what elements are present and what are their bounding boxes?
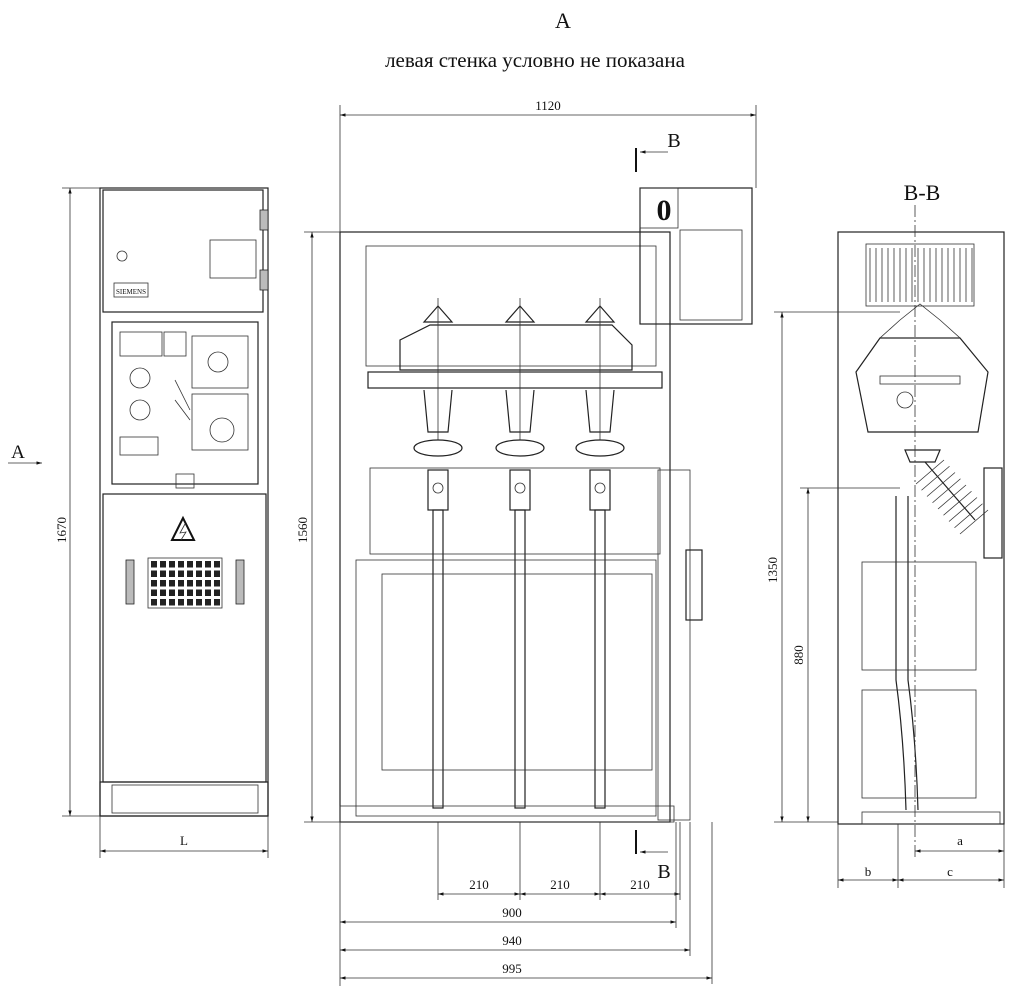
vent-cell [196,599,202,606]
section-mark-top: B [667,130,680,152]
vent-cell [205,570,211,577]
insulator-shed [937,484,967,510]
phase-terminal [427,469,449,511]
phase-busbar [594,509,606,809]
view-arrow-letter: A [11,442,25,463]
bottom-dim: 900 [502,905,522,920]
vent-cell [187,580,193,587]
insulator-shed [926,472,956,497]
insulator-shed [921,465,950,491]
phase-contact [495,439,545,457]
vent-cell [196,589,202,596]
front-view: SIEMENS 1670 [8,187,269,858]
front-height-dim: 1670 [54,517,69,543]
insulator-shed [959,509,989,535]
side-height-dim: 1560 [295,517,310,543]
vent-cell [196,570,202,577]
vent-cell [160,561,166,568]
phase-busbar [432,509,444,809]
vent-cell [151,561,157,568]
insulator-axis [924,461,976,521]
vent-cell [160,580,166,587]
vent-cell [205,599,211,606]
phase-pole [423,389,453,433]
phase-bolt [594,482,606,494]
view-letter-title: A [555,8,571,33]
vent-cell [214,580,220,587]
vent-cell [187,561,193,568]
phase-pole [505,389,535,433]
vent-cell [214,570,220,577]
vent-cell [178,570,184,577]
vent-cell [151,580,157,587]
section-dim-b: b [865,864,872,879]
vent-cell [178,561,184,568]
vent-cell [187,599,193,606]
vent-cell [196,561,202,568]
phase-terminal [509,469,531,511]
vent-cell [169,580,175,587]
phase-spacing-dim: 210 [469,877,489,892]
vent-cell [205,580,211,587]
vent-cell [178,580,184,587]
vent-cell [205,561,211,568]
vent-cell [214,599,220,606]
vent-cell [169,561,175,568]
bottom-dim: 940 [502,933,522,948]
insulator-shed [943,490,972,516]
switch-position-indicator: 0 [657,194,672,227]
vent-cell [151,599,157,606]
side-view: 0 1120 1560 B B 210 210 210 [295,98,757,986]
vent-cell [178,589,184,596]
panel-logo-text: SIEMENS [116,288,146,296]
phase-contact [575,439,625,457]
vent-cell [178,599,184,606]
vent-cell [169,599,175,606]
vent-cell [151,570,157,577]
vent-cell [187,589,193,596]
vent-cell [214,561,220,568]
phase-contact [413,439,463,457]
vent-cell [205,589,211,596]
insulator-shed [948,497,978,522]
vent-cell [187,570,193,577]
vent-cell [160,570,166,577]
front-width-dim: L [180,833,188,848]
section-view: B-B 1350 880 a [765,180,1005,888]
section-height-dim-1: 1350 [765,557,780,583]
section-height-dim-2: 880 [791,645,806,665]
phase-pole [585,389,615,433]
insulator-shed [954,503,983,529]
phase-busbar [514,509,526,809]
bottom-dim: 995 [502,961,522,976]
section-dim-c: c [947,864,953,879]
vent-cell [151,589,157,596]
vent-cell [160,589,166,596]
overall-width-dim: 1120 [535,98,561,113]
phase-spacing-dim: 210 [550,877,570,892]
vent-cell [169,570,175,577]
section-title: B-B [904,180,941,205]
phase-bolt [432,482,444,494]
phase-spacing-dim: 210 [630,877,650,892]
vent-cell [169,589,175,596]
insulator-shed [915,459,945,485]
phase-bolt [514,482,526,494]
section-dim-a: a [957,833,963,848]
vent-cell [160,599,166,606]
section-mark-bottom: B [657,861,670,883]
insulator-shed [932,478,961,504]
vent-cell [196,580,202,587]
phase-terminal [589,469,611,511]
view-caption: левая стенка условно не показана [385,48,685,72]
vent-grid [147,557,223,609]
vent-cell [214,589,220,596]
